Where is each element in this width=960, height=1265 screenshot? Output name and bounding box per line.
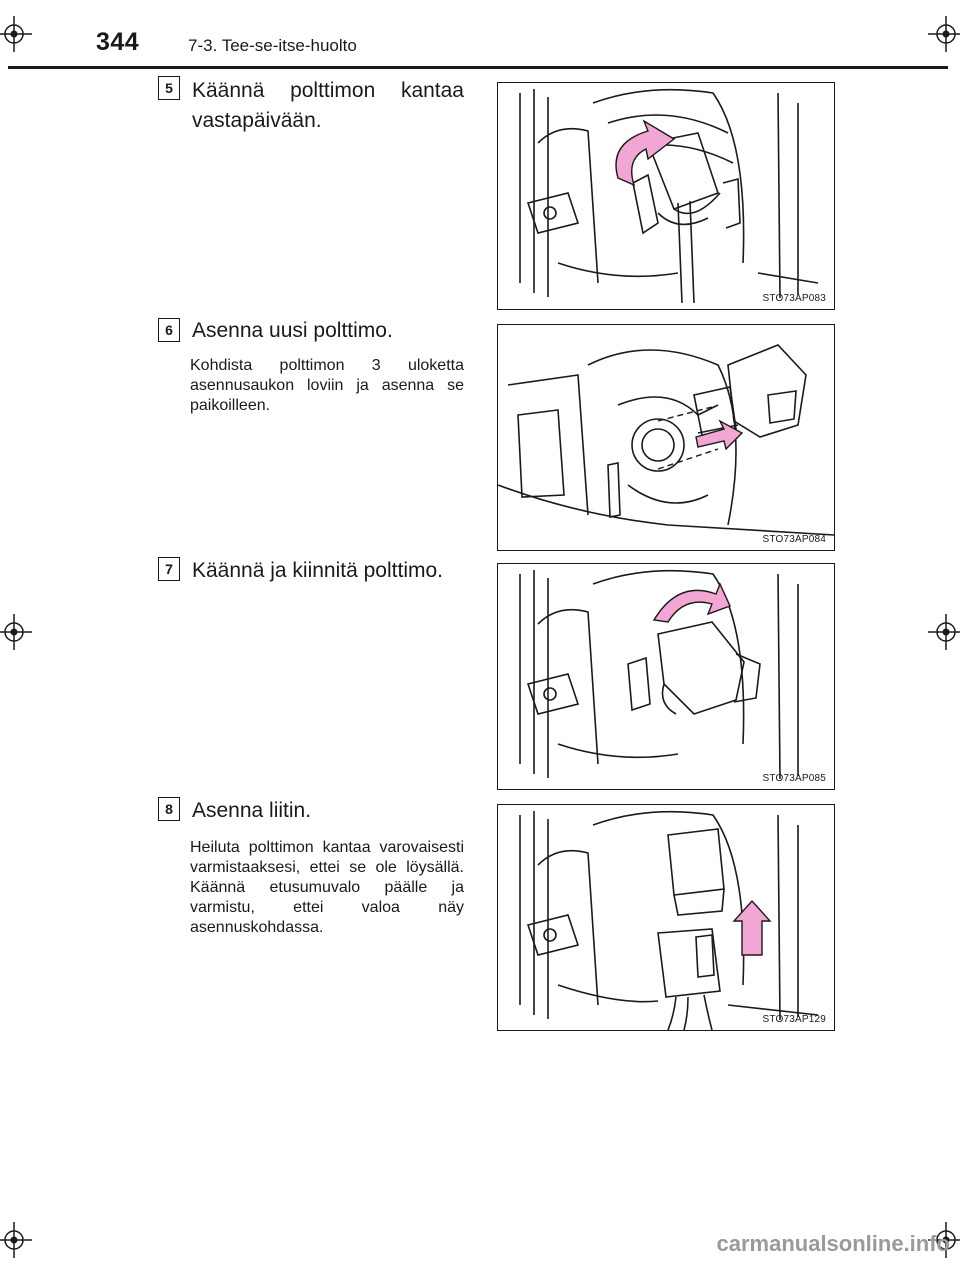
step-title: Käännä polttimon kantaa	[192, 79, 464, 102]
figure-step-7: STO73AP085	[497, 563, 835, 790]
registration-mark-icon	[928, 614, 960, 650]
rotate-arrow-icon	[652, 582, 731, 623]
registration-mark-icon	[928, 1222, 960, 1258]
headlamp-illustration	[519, 569, 799, 780]
step-title: Asenna uusi polttimo.	[192, 319, 393, 342]
step-description: Heiluta polttimon kantaa varo­vaisesti v…	[190, 839, 464, 936]
page-number: 344	[96, 28, 140, 56]
step-title-continued: vastapäivään.	[192, 109, 322, 132]
figure-step-8: STO73AP129	[497, 804, 835, 1031]
step-title: Asenna liitin.	[192, 799, 312, 822]
step-number: 5	[158, 76, 180, 100]
section-title: 7-3. Tee-se-itse-huolto	[188, 36, 357, 55]
headlamp-illustration	[519, 88, 819, 304]
figure-code: STO73AP083	[762, 293, 826, 304]
headlamp-illustration	[498, 344, 834, 536]
insert-arrow-icon	[695, 419, 744, 451]
watermark: carmanualsonline.info	[716, 1231, 951, 1256]
figure-code: STO73AP084	[762, 534, 826, 545]
step-description: Kohdista polttimon 3 uloketta asennusauk…	[190, 357, 464, 414]
step-number: 8	[158, 797, 180, 821]
rotate-arrow-icon	[615, 119, 676, 187]
registration-mark-icon	[928, 16, 960, 52]
step-number: 6	[158, 318, 180, 342]
registration-mark-icon	[0, 1222, 32, 1258]
step-title: Käännä ja kiinnitä polttimo.	[192, 559, 443, 582]
header-rule	[8, 66, 948, 69]
step-number: 7	[158, 557, 180, 581]
headlamp-illustration	[519, 810, 819, 1030]
figure-step-6: STO73AP084	[497, 324, 835, 551]
figure-code: STO73AP129	[762, 1014, 826, 1025]
registration-mark-icon	[0, 614, 32, 650]
figure-step-5: STO73AP083	[497, 82, 835, 310]
registration-mark-icon	[0, 16, 32, 52]
figure-code: STO73AP085	[762, 773, 826, 784]
up-arrow-icon	[732, 899, 772, 956]
